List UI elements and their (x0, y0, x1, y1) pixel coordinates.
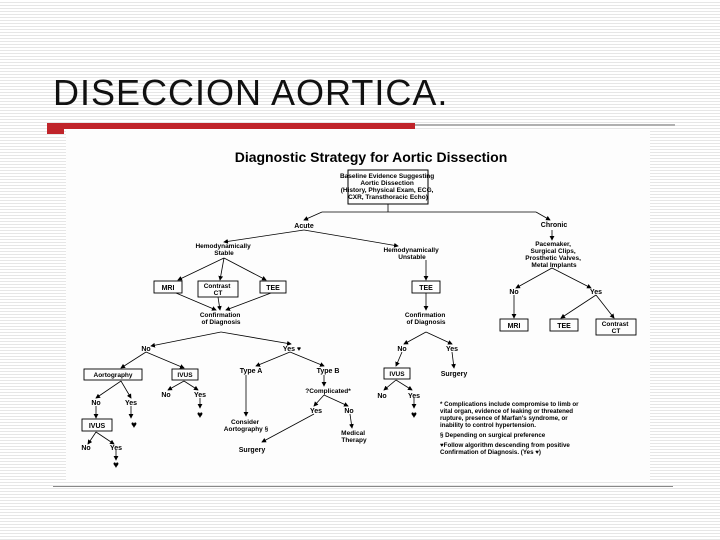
mri-label-chronic: MRI (508, 323, 521, 330)
surgery-label-left: Surgery (239, 447, 266, 454)
medical-therapy-label: Medical Therapy (341, 430, 367, 444)
ivus-box-lower (81, 418, 113, 432)
ivus-label-left: IVUS (177, 372, 193, 379)
aortography-box (83, 368, 143, 381)
tee-label-left: TEE (266, 285, 280, 292)
tee-label-unstable: TEE (419, 285, 433, 292)
ivus-right-no-label: No (377, 393, 386, 400)
contrast-ct-label-left: Contrast CT (204, 283, 233, 297)
ivus-box-left (171, 368, 199, 381)
complicated-yes-label: Yes (310, 408, 322, 415)
heart-icon: ♥ (197, 410, 203, 421)
surgery-label-right: Surgery (441, 371, 468, 378)
contrast-ct-label-chronic: Contrast CT (602, 321, 631, 335)
ivus-left-yes-label: Yes (194, 392, 206, 399)
confirmation-left: Confirmation of Diagnosis (200, 312, 242, 326)
acute-label: Acute (294, 223, 314, 230)
tee-box-chronic (549, 318, 579, 332)
ivus-label-right: IVUS (389, 371, 405, 378)
consider-aortography-label: Consider Aortography § (224, 419, 269, 433)
diagram-panel (66, 130, 650, 480)
chronic-label: Chronic (541, 222, 568, 229)
aortography-no-label: No (91, 400, 100, 407)
confirmation-right: Confirmation of Diagnosis (405, 312, 447, 326)
hemo-stable-label: Hemodynamically Stable (195, 243, 252, 257)
contrast-ct-box-chronic (595, 318, 637, 336)
left-no-label: No (141, 346, 150, 353)
complicated-no-label: No (344, 408, 353, 415)
footnotes: * Complications include compromise to li… (440, 401, 580, 456)
type-a-label: Type A (240, 368, 263, 375)
diagnostic-flowchart: Diagnostic Strategy for Aortic Dissectio… (81, 149, 637, 471)
aortography-label: Aortography (94, 372, 133, 379)
ivus-label-lower: IVUS (89, 423, 106, 430)
type-b-label: Type B (317, 368, 340, 375)
ivus-left-no-label: No (161, 392, 170, 399)
aortography-yes-label: Yes (125, 400, 137, 407)
mri-box-chronic (499, 318, 529, 332)
diagram-title: Diagnostic Strategy for Aortic Dissectio… (235, 149, 508, 165)
heart-icon: ♥ (411, 410, 417, 421)
slide-title: DISECCION AORTICA. (53, 72, 449, 113)
right-no-label: No (397, 346, 406, 353)
left-yes-heart-label: Yes ♥ (283, 346, 301, 353)
tee-label-chronic: TEE (557, 323, 571, 330)
right-yes-label: Yes (446, 346, 458, 353)
heart-icon: ♥ (131, 420, 137, 431)
lower-ivus-yes-label: Yes (110, 445, 122, 452)
mri-label-left: MRI (162, 285, 175, 292)
title-accent-bar (47, 123, 415, 129)
tee-box-unstable (411, 280, 441, 294)
hemo-unstable-label: Hemodynamically Unstable (383, 247, 440, 261)
mri-box-left (153, 280, 183, 294)
ivus-right-yes-label: Yes (408, 393, 420, 400)
tee-box-left (259, 280, 287, 294)
ivus-box-right (383, 367, 411, 380)
footer-divider (53, 486, 673, 487)
heart-icon: ♥ (113, 460, 119, 471)
chronic-yes-label: Yes (590, 289, 602, 296)
contrast-ct-box-left (197, 280, 239, 298)
title-accent-square (47, 129, 64, 134)
lower-ivus-no-label: No (81, 445, 90, 452)
flow-connectors (87, 204, 615, 461)
chronic-no-label: No (509, 289, 518, 296)
baseline-text: Baseline Evidence Suggesting Aortic Diss… (340, 173, 436, 201)
title-accent-line (415, 124, 675, 126)
chronic-conditions-label: Pacemaker, Surgical Clips, Prosthetic Va… (525, 241, 582, 269)
complicated-label: ?Complicated* (305, 388, 351, 395)
